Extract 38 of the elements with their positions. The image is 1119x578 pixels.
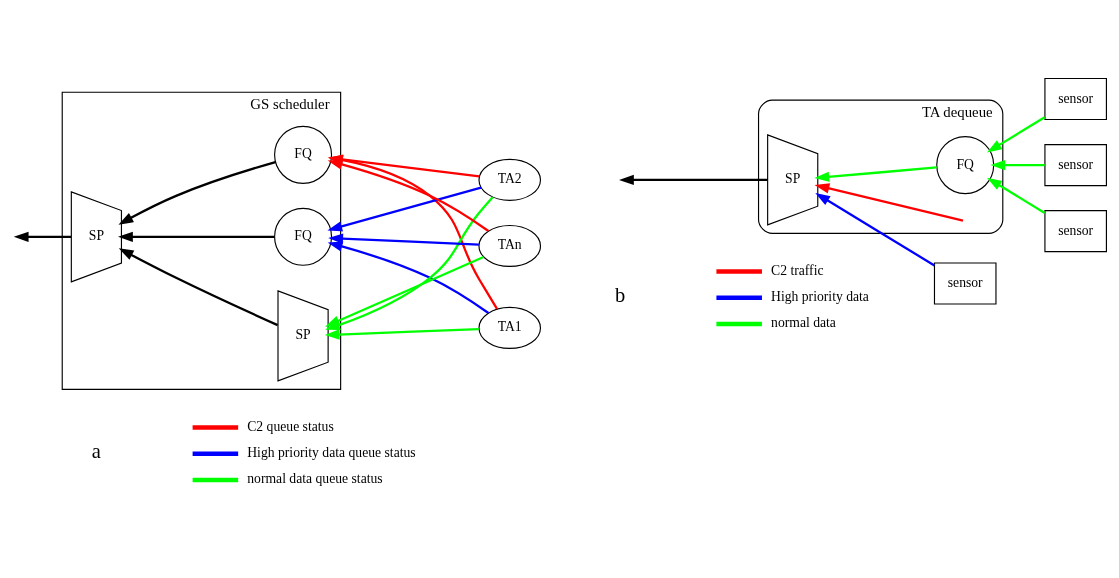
node-ellipse: TA1: [478, 306, 542, 349]
legend-label: normal data queue status: [247, 470, 383, 486]
arrow: [987, 115, 1046, 152]
legend-label: High priority data queue status: [247, 444, 416, 460]
node-ellipse: TAn: [478, 224, 542, 267]
arrow: [328, 232, 479, 246]
node-box: SP: [70, 190, 122, 283]
label: a: [91, 439, 101, 462]
arrow: [324, 327, 479, 340]
legend-label: C2 queue status: [247, 418, 334, 434]
node-circle: FQ: [274, 207, 333, 266]
node-ellipse: TA2: [478, 158, 542, 201]
node-circle: FQ: [936, 135, 995, 194]
arrow: [327, 240, 490, 314]
label: b: [615, 283, 626, 306]
arrow: [814, 182, 964, 222]
arrow: [987, 177, 1046, 214]
arrow: [118, 160, 276, 225]
node-box: sensor: [1044, 77, 1107, 120]
node-box: SP: [767, 133, 819, 226]
node-box: SP: [277, 289, 329, 382]
arrow: [118, 231, 275, 242]
arrow: [619, 174, 768, 185]
arrow: [327, 185, 482, 231]
node-circle: FQ: [274, 125, 333, 184]
node-box: sensor: [933, 261, 997, 305]
arrow: [815, 192, 936, 266]
arrow: [990, 159, 1045, 170]
arrow: [814, 165, 937, 182]
arrow: [327, 158, 490, 232]
node-box: sensor: [1044, 143, 1107, 186]
arrow: [325, 255, 484, 327]
node-box: sensor: [1044, 209, 1107, 252]
legend-label: normal data: [771, 314, 836, 330]
legend-label: C2 traffic: [771, 262, 824, 278]
arrow: [13, 231, 71, 242]
arrow: [118, 247, 279, 326]
legend-label: High priority data: [771, 288, 869, 304]
